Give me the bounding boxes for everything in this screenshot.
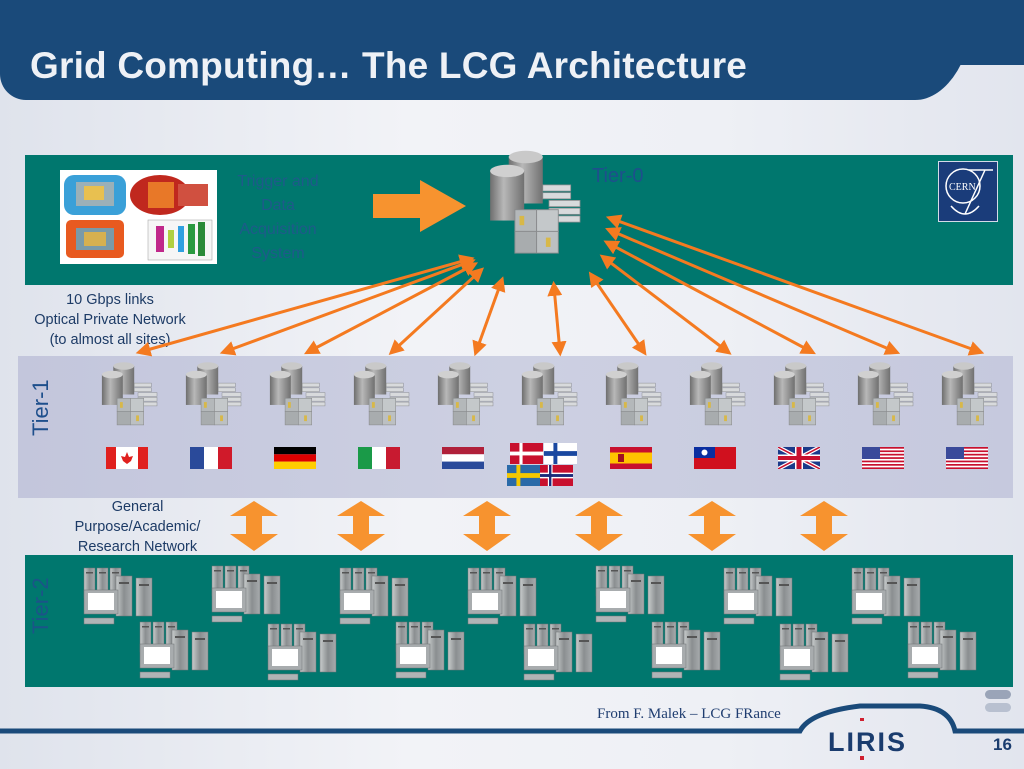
optical-link-arrow: [219, 257, 476, 356]
tier2-cluster-icon: [651, 621, 721, 679]
note-line: Purpose/Academic/: [74, 519, 201, 535]
footer-decoration: [985, 703, 1011, 712]
tier2-cluster-icon: [395, 621, 465, 679]
cern-logo: CERN: [938, 161, 998, 222]
tier1-server-icon: [857, 361, 914, 426]
optical-link-arrow: [605, 214, 985, 356]
research-network-arrows: [230, 501, 848, 551]
united-kingdom-flag-icon: [778, 447, 820, 469]
tier1-server-icon: [269, 361, 326, 426]
footer-line: [0, 703, 1024, 734]
bidirectional-arrow-icon: [688, 501, 736, 551]
tier1-server-icon: [101, 361, 158, 426]
tier1-server-icon: [185, 361, 242, 426]
cern-logo-text: CERN: [949, 182, 976, 193]
italy-flag-icon: [358, 447, 400, 469]
tier0-server-icon: [489, 150, 581, 254]
tier2-band: [25, 555, 1013, 687]
tier1-server-icon: [605, 361, 662, 426]
daq-label-line: Acquisition: [239, 221, 317, 238]
taiwan-flag-icon: [694, 447, 736, 469]
tier2-cluster-icon: [779, 623, 849, 681]
detector-illustration-icon: [64, 175, 213, 261]
daq-flow-arrow: [373, 180, 466, 232]
detector-image: [60, 170, 217, 264]
liris-logo-icon: LIRIS: [828, 718, 907, 760]
slide-title: Grid Computing… The LCG Architecture: [30, 45, 748, 86]
note-line: 10 Gbps links: [66, 292, 154, 308]
research-network-note: General Purpose/Academic/ Research Netwo…: [50, 497, 225, 557]
optical-link-arrow: [588, 271, 647, 356]
tier2-cluster-icon: [595, 565, 665, 623]
tier0-label: Tier-0: [592, 165, 644, 187]
daq-label: Trigger and Data Acquisition System: [232, 170, 324, 266]
tier2-cluster-icon: [339, 567, 409, 625]
tier2-cluster-icon: [83, 567, 153, 625]
bidirectional-arrow-icon: [337, 501, 385, 551]
denmark-flag-icon: [510, 443, 543, 464]
united-states-flag-icon: [862, 447, 904, 469]
cern-logo-icon: CERN: [945, 168, 993, 215]
france-flag-icon: [190, 447, 232, 469]
footer-decoration: [985, 690, 1011, 699]
title-bar: [0, 0, 1024, 100]
daq-label-line: Data: [261, 197, 295, 214]
tier2-cluster-icon: [211, 565, 281, 623]
optical-link-arrow: [304, 262, 479, 355]
tier1-server-icon: [689, 361, 746, 426]
bidirectional-arrow-icon: [230, 501, 278, 551]
tier1-servers: [101, 361, 998, 426]
tier2-cluster-icon: [851, 567, 921, 625]
liris-logo-text: LIRIS: [828, 727, 907, 757]
tier1-server-icon: [437, 361, 494, 426]
tier1-server-icon: [773, 361, 830, 426]
tier2-cluster-icon: [467, 567, 537, 625]
tier2-cluster-icon: [723, 567, 793, 625]
note-line: General: [111, 499, 164, 515]
tier1-server-icon: [941, 361, 998, 426]
optical-link-arrow: [472, 276, 506, 357]
tier1-server-icon: [521, 361, 578, 426]
tier2-cluster-icon: [139, 621, 209, 679]
liris-logo: LIRIS: [828, 718, 924, 764]
optical-links: [135, 214, 985, 357]
optical-link-arrow: [547, 280, 567, 357]
bidirectional-arrow-icon: [463, 501, 511, 551]
bidirectional-arrow-icon: [800, 501, 848, 551]
tier2-cluster-icon: [267, 623, 337, 681]
tier2-cluster-icon: [523, 623, 593, 681]
sweden-flag-icon: [506, 465, 540, 487]
daq-label-line: Trigger and: [237, 173, 319, 190]
source-credit: From F. Malek – LCG FRance: [597, 706, 781, 722]
tier1-server-icon: [353, 361, 410, 426]
canada-flag-icon: [106, 447, 148, 469]
optical-link-arrow: [135, 254, 475, 357]
spain-flag-icon: [610, 447, 652, 469]
tier2-clusters: [83, 565, 977, 681]
germany-flag-icon: [274, 447, 316, 469]
optical-link-arrow: [603, 240, 816, 355]
bidirectional-arrow-icon: [575, 501, 623, 551]
norway-flag-icon: [540, 465, 574, 487]
netherlands-flag-icon: [442, 447, 484, 469]
optical-link-arrow: [605, 227, 901, 355]
finland-flag-icon: [543, 443, 577, 464]
page-number: 16: [993, 735, 1012, 754]
tier2-cluster-icon: [907, 621, 977, 679]
note-line: Research Network: [77, 539, 198, 555]
optical-link-arrow: [388, 267, 485, 356]
united-states-flag-icon: [946, 447, 988, 469]
